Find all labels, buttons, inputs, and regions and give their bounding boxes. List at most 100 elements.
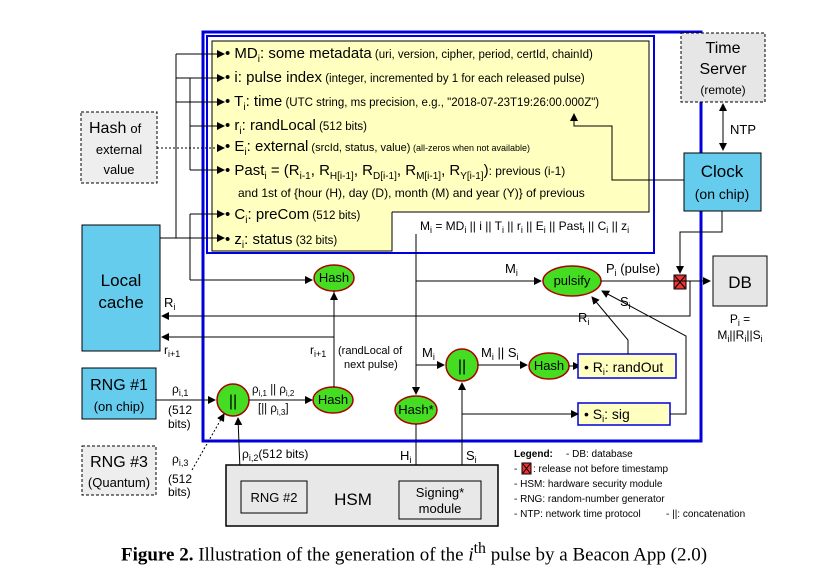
svg-text:(512: (512 [168,403,192,417]
clock-to-gate [676,211,723,274]
svg-text:Ri: Ri [164,295,175,312]
svg-text:Legend:: Legend: [514,449,553,460]
svg-text:RNG #2: RNG #2 [251,490,298,505]
legend: Legend: - DB: database - : release not b… [514,449,745,520]
svg-text:- NTP: network time protocol: - NTP: network time protocol [514,509,641,520]
field-list: • MDi: some metadata (uri, version, ciph… [225,45,599,251]
svg-text:Hash: Hash [319,270,349,285]
concat-node-left: || [216,383,250,417]
field-precom: • Ci: preCom (512 bits) [225,206,360,226]
rng3-box: RNG #3 (Quantum) [81,445,157,496]
mi-to-pulsify [415,234,542,285]
svg-text:pulsify: pulsify [554,273,591,288]
local-cache-box: Local cache [81,224,161,352]
randout-field: • Ri: randOut [577,353,677,379]
svg-text:Local: Local [101,271,142,290]
svg-text:- RNG: random-number generator: - RNG: random-number generator [514,494,665,505]
field-time: • Ti: time (UTC string, ms precision, e.… [225,93,599,113]
svg-text:||: || [229,393,237,410]
svg-text:Mi || Si: Mi || Si [481,345,519,362]
si-to-pulsify [601,290,687,415]
rng1-box: RNG #1 (on chip) [81,367,157,420]
svg-text:(512: (512 [168,472,192,486]
fields-box-lower [212,205,392,251]
svg-text:bits): bits) [168,417,191,431]
m-equation: Mi = MDi || i || Ti || ri || Ei || Pasti… [420,219,629,235]
field-past: • Pasti = (Ri-1, RH[i-1], RD[i-1], RM[i-… [225,162,585,200]
svg-text:(remote): (remote) [700,83,745,97]
db-equation-2: Mi||Ri||Si [717,328,762,344]
svg-text:• i: pulse index (integer, inc: • i: pulse index (integer, incremented b… [225,69,585,86]
signing-module-box [398,480,482,520]
svg-text:: release not before timestamp: : release not before timestamp [533,464,669,475]
rng2-box [240,480,308,514]
svg-text:Server: Server [699,61,747,78]
svg-text:DB: DB [728,273,752,292]
hash-star-node: Hash* [394,395,438,425]
field-randlocal: • ri: randLocal (512 bits) [225,117,367,137]
clock-box: Clock (on chip) [683,152,762,212]
pulse-label: Pi (pulse) [606,261,660,278]
figure-caption: Figure 2. Illustration of the generation… [120,540,708,566]
svg-text:• Ti: time (UTC string, ms pre: • Ti: time (UTC string, ms precision, e.… [225,93,599,113]
field-status: • zi: status (32 bits) [225,231,337,251]
svg-text:• ri: randLocal (512 bits): • ri: randLocal (512 bits) [225,117,367,137]
svg-text:HSM: HSM [334,490,372,509]
field-pulse-index: • i: pulse index (integer, incremented b… [225,69,585,86]
ri-to-pulsify [591,296,629,354]
time-server-box: Time Server (remote) [680,32,766,103]
svg-text:• Ri: randOut: • Ri: randOut [584,359,663,377]
svg-text:[|| ρi,3]: [|| ρi,3] [258,403,289,417]
field-past-line2: and 1st of {hour (H), day (D), month (M)… [238,186,585,200]
svg-text:ρi,1: ρi,1 [172,382,188,398]
svg-text:• Ci: preCom (512 bits): • Ci: preCom (512 bits) [225,206,360,226]
svg-text:• MDi: some metadata (uri, ver: • MDi: some metadata (uri, version, ciph… [225,45,593,65]
svg-text:Ri: Ri [578,310,589,327]
pulsify-node: pulsify [542,265,602,297]
clock-to-time [570,113,684,181]
svg-text:(on chip): (on chip) [695,186,749,202]
beacon-app-frame [201,30,703,443]
svg-text:- ||: concatenation: - ||: concatenation [666,509,745,520]
svg-text:(randLocal of: (randLocal of [338,345,403,357]
svg-text:- HSM: hardware security modul: - HSM: hardware security module [514,479,663,490]
svg-text:Hash: Hash [534,358,564,373]
release-gate-icon [673,274,687,290]
rng2-link [234,417,243,471]
hash-node-top: Hash [313,264,355,292]
svg-text:ρi,1 || ρi,2: ρi,1 || ρi,2 [252,384,295,398]
svg-text:-: - [514,464,517,475]
svg-text:(on chip): (on chip) [94,399,145,414]
svg-text:value: value [103,162,134,177]
db-box: DB [712,255,768,307]
svg-text:- DB: database: - DB: database [566,449,633,460]
svg-text:Clock: Clock [701,162,744,181]
svg-text:• Ei: external (srcId, status,: • Ei: external (srcId, status, value) (a… [225,138,530,158]
svg-text:Hash: Hash [318,392,348,407]
svg-text:Signing*: Signing* [416,485,464,500]
svg-text:Hash*: Hash* [398,402,433,417]
input-bus [160,50,313,284]
svg-text:cache: cache [98,293,143,312]
svg-text:• Pasti = (Ri-1, RH[i-1], RD[i: • Pasti = (Ri-1, RH[i-1], RD[i-1], RM[i-… [225,162,565,182]
svg-text:bits): bits) [168,485,191,499]
sig-field: • Si: sig [577,402,671,426]
svg-text:• zi: status (32 bits): • zi: status (32 bits) [225,231,337,251]
svg-text:Time: Time [706,40,741,57]
db-equation: Pi = [730,312,750,328]
svg-text:Hi: Hi [400,448,411,465]
fields-frame [206,35,655,254]
svg-text:ρi,3: ρi,3 [172,452,188,468]
ntp-label: NTP [730,122,756,137]
svg-text:external: external [96,142,142,157]
ri-to-cache [161,281,691,320]
svg-text:||: || [458,358,466,375]
field-external: • Ei: external (srcId, status, value) (a… [225,138,530,158]
svg-text:RNG #3: RNG #3 [90,454,148,471]
field-metadata: • MDi: some metadata (uri, version, ciph… [225,45,593,65]
hash-node-right: Hash [528,352,570,380]
svg-text:Si: Si [466,448,477,465]
